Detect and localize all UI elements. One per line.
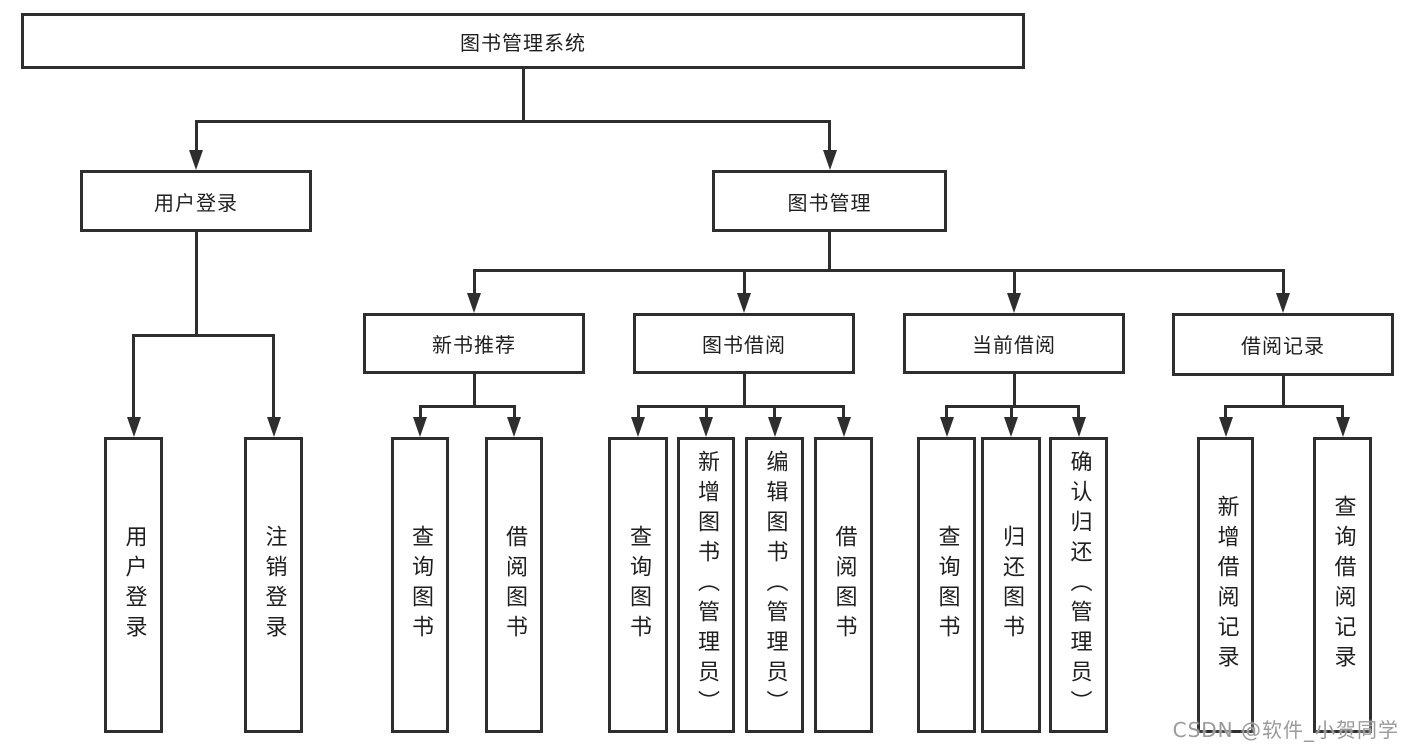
node-leaf-br-query: 查询借阅记录 [1313,437,1372,733]
node-leaf-cb-confirm: 确认归还（管理员） [1049,437,1108,733]
connector-line [512,406,516,420]
node-borrow-records: 借阅记录 [1172,313,1394,376]
arrowhead-down-icon [767,417,782,437]
arrowhead-down-icon [467,293,481,313]
connector-line [1281,270,1285,296]
connector-line [704,406,708,420]
arrowhead-down-icon [822,150,837,170]
connector-line [1077,406,1080,420]
node-leaf-br-add: 新增借阅记录 [1197,437,1254,733]
connector-line [194,121,198,153]
node-label: 图书管理系统 [460,30,586,55]
connector-line [194,232,198,337]
node-leaf-nb-borrow: 借阅图书 [485,437,543,733]
connector-line [1012,374,1016,408]
connector-line [194,119,831,123]
node-user-login: 用户登录 [80,170,312,232]
connector-line [418,404,516,408]
connector-line [132,333,275,337]
node-leaf-cb-query: 查询图书 [917,437,976,733]
connector-line [1009,406,1013,420]
connector-line [521,69,525,123]
connector-line [828,232,831,272]
connector-line [1224,404,1344,408]
node-label: 借阅图书 [831,525,857,645]
node-label: 用户登录 [121,525,147,645]
node-leaf-logout: 注销登录 [244,437,303,733]
node-leaf-bb-add: 新增图书（管理员） [677,437,735,733]
arrowhead-down-icon [1007,293,1021,313]
arrowhead-down-icon [1335,417,1350,437]
node-leaf-bb-query: 查询图书 [608,437,668,733]
node-current-borrow: 当前借阅 [903,313,1125,374]
node-leaf-bb-borrow: 借阅图书 [814,437,873,733]
node-leaf-nb-query: 查询图书 [391,437,449,733]
connector-line [636,404,845,408]
arrowhead-down-icon [699,417,713,437]
node-book-mgmt: 图书管理 [712,170,947,232]
arrowhead-down-icon [836,417,851,437]
connector-line [945,404,1080,408]
node-label: 查询借阅记录 [1330,495,1356,675]
connector-line [1012,270,1016,296]
arrowhead-down-icon [737,293,751,313]
arrowhead-down-icon [1004,417,1018,437]
node-label: 确认归还（管理员） [1066,450,1092,720]
node-label: 编辑图书（管理员） [762,450,788,720]
arrowhead-down-icon [413,417,427,437]
connector-line [1341,406,1344,420]
connector-line [132,335,135,420]
arrowhead-down-icon [1218,417,1233,437]
arrowhead-down-icon [939,417,954,437]
node-label: 当前借阅 [972,333,1056,357]
csdn-watermark: CSDN @软件_小贺同学 [1172,718,1399,742]
connector-line [742,374,746,408]
connector-line [828,121,831,153]
node-leaf-cb-return: 归还图书 [981,437,1041,733]
arrowhead-down-icon [1276,293,1290,313]
node-book-borrow: 图书借阅 [633,313,855,374]
node-label: 借阅图书 [502,525,527,645]
connector-line [472,374,476,408]
connector-line [472,268,1285,272]
node-leaf-user-login: 用户登录 [104,437,163,733]
arrowhead-down-icon [266,417,281,437]
connector-line [418,406,422,420]
node-label: 借阅记录 [1241,334,1325,358]
arrowhead-down-icon [189,150,203,170]
node-label: 查询图书 [408,525,433,645]
arrowhead-down-icon [1071,417,1086,437]
node-new-books: 新书推荐 [363,313,585,374]
node-label: 用户登录 [154,190,238,215]
connector-line [945,406,948,420]
arrowhead-down-icon [126,417,141,437]
node-label: 查询图书 [626,525,651,645]
arrowhead-down-icon [631,417,645,437]
node-leaf-bb-edit: 编辑图书（管理员） [745,437,804,733]
connector-line [272,335,275,420]
node-label: 新增图书（管理员） [694,450,719,720]
node-label: 新增借阅记录 [1213,495,1239,675]
connector-line [472,270,476,296]
connector-line [1224,406,1227,420]
node-label: 注销登录 [261,525,287,645]
connector-line [773,406,776,420]
connector-line [1281,376,1285,408]
node-label: 归还图书 [999,525,1024,645]
node-root: 图书管理系统 [21,13,1025,69]
node-label: 图书管理 [787,190,872,215]
node-label: 新书推荐 [432,333,516,357]
node-label: 查询图书 [934,525,960,645]
arrowhead-down-icon [507,417,521,437]
connector-line [742,270,746,296]
connector-line [842,406,845,420]
node-label: 图书借阅 [702,333,786,357]
connector-line [636,406,640,420]
